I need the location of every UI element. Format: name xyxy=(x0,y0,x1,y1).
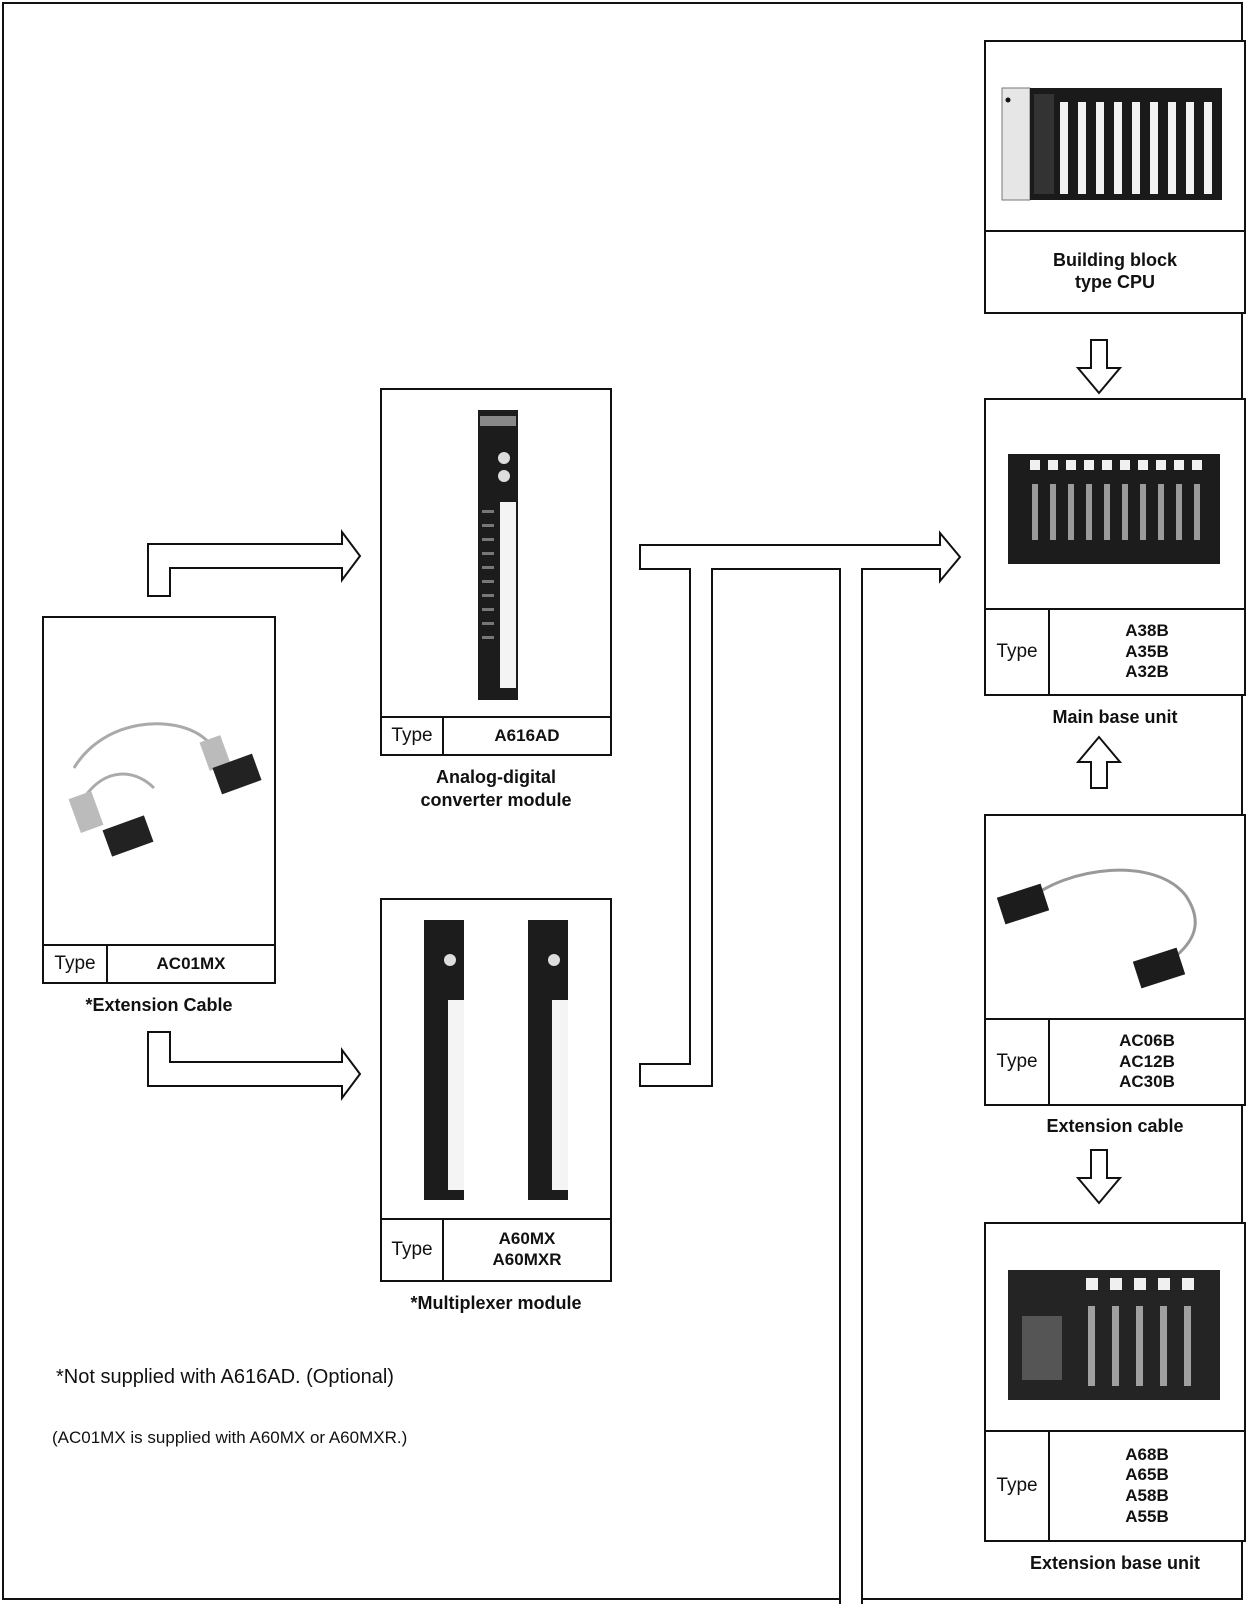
ext-cable-left-caption: *Extension Cable xyxy=(85,995,233,1015)
main-base-type-0: A38B xyxy=(1125,620,1169,640)
cpu-box: Building block type CPU xyxy=(984,40,1246,314)
ext-base-type-row: Type A68B A65B A58B A55B xyxy=(986,1430,1244,1540)
arrow-cable-to-ext-base xyxy=(1075,1149,1123,1205)
ext-cable-left-photo xyxy=(44,618,274,944)
cpu-photo xyxy=(986,42,1244,230)
ext-base-type-3: A55B xyxy=(1125,1506,1169,1526)
ext-cable-left-box: Type AC01MX xyxy=(42,616,276,984)
ext-base-type-0: A68B xyxy=(1125,1444,1169,1464)
ext-cable-right-type-2: AC30B xyxy=(1119,1072,1175,1092)
note-supplied: (AC01MX is supplied with A60MX or A60MXR… xyxy=(52,1428,408,1447)
mux-type-row: Type A60MX A60MXR xyxy=(382,1218,610,1280)
main-base-type-2: A32B xyxy=(1125,662,1169,682)
mux-type-values: A60MX A60MXR xyxy=(444,1220,610,1280)
adc-type-0: A616AD xyxy=(494,725,560,745)
ext-base-type-values: A68B A65B A58B A55B xyxy=(1050,1432,1244,1540)
ext-cable-right-type-label: Type xyxy=(986,1020,1050,1104)
mux-type-label: Type xyxy=(382,1220,444,1280)
ext-cable-right-type-row: Type AC06B AC12B AC30B xyxy=(986,1018,1244,1104)
adc-caption-line2: converter module xyxy=(420,789,572,810)
mux-type-1: A60MXR xyxy=(492,1250,562,1269)
ext-base-box: Type A68B A65B A58B A55B xyxy=(984,1222,1246,1542)
adc-type-label: Type xyxy=(382,718,444,754)
ext-cable-right-type-1: AC12B xyxy=(1119,1051,1175,1071)
main-base-type-row: Type A38B A35B A32B xyxy=(986,608,1244,694)
main-base-photo xyxy=(986,400,1244,608)
arrow-cpu-to-main-base xyxy=(1075,339,1123,395)
mux-type-0: A60MX xyxy=(498,1229,556,1249)
main-base-type-values: A38B A35B A32B xyxy=(1050,610,1244,694)
main-base-type-label: Type xyxy=(986,610,1050,694)
ext-cable-right-caption: Extension cable xyxy=(1046,1116,1184,1136)
ext-cable-right-box: Type AC06B AC12B AC30B xyxy=(984,814,1246,1106)
ext-cable-left-type-values: AC01MX xyxy=(108,946,274,982)
ext-cable-right-type-values: AC06B AC12B AC30B xyxy=(1050,1020,1244,1104)
adc-photo xyxy=(382,390,610,716)
main-base-box: Type A38B A35B A32B xyxy=(984,398,1246,696)
ext-base-type-1: A65B xyxy=(1125,1465,1169,1485)
adc-type-row: Type A616AD xyxy=(382,716,610,754)
adc-caption-line1: Analog-digital xyxy=(436,767,556,787)
main-base-caption: Main base unit xyxy=(1052,707,1178,727)
mux-box: Type A60MX A60MXR xyxy=(380,898,612,1282)
adc-type-values: A616AD xyxy=(444,718,610,754)
cpu-name-line2: type CPU xyxy=(1074,272,1155,292)
ext-base-photo xyxy=(986,1224,1244,1430)
ext-cable-left-type-row: Type AC01MX xyxy=(44,944,274,982)
arrow-bus-to-bases xyxy=(639,530,962,1604)
ext-cable-left-type-label: Type xyxy=(44,946,108,982)
adc-caption: Analog-digital converter module xyxy=(380,766,612,811)
ext-base-type-2: A58B xyxy=(1125,1486,1169,1505)
ext-cable-left-type-0: AC01MX xyxy=(156,953,226,973)
ext-base-type-label: Type xyxy=(986,1432,1050,1540)
mux-caption: *Multiplexer module xyxy=(410,1293,582,1313)
ext-cable-right-photo xyxy=(986,816,1244,1018)
adc-box: Type A616AD xyxy=(380,388,612,756)
main-base-type-1: A35B xyxy=(1125,641,1169,661)
note-optional: *Not supplied with A616AD. (Optional) xyxy=(56,1366,394,1388)
arrow-cable-to-mux xyxy=(147,1031,362,1101)
arrow-cable-to-adc xyxy=(147,529,362,597)
arrow-cable-to-main-base xyxy=(1075,735,1123,789)
cpu-name-line1: Building block xyxy=(1053,250,1177,271)
ext-base-caption: Extension base unit xyxy=(1029,1553,1201,1573)
cpu-name-cell: Building block type CPU xyxy=(986,230,1244,312)
mux-photo xyxy=(382,900,610,1218)
ext-cable-right-type-0: AC06B xyxy=(1119,1030,1175,1050)
